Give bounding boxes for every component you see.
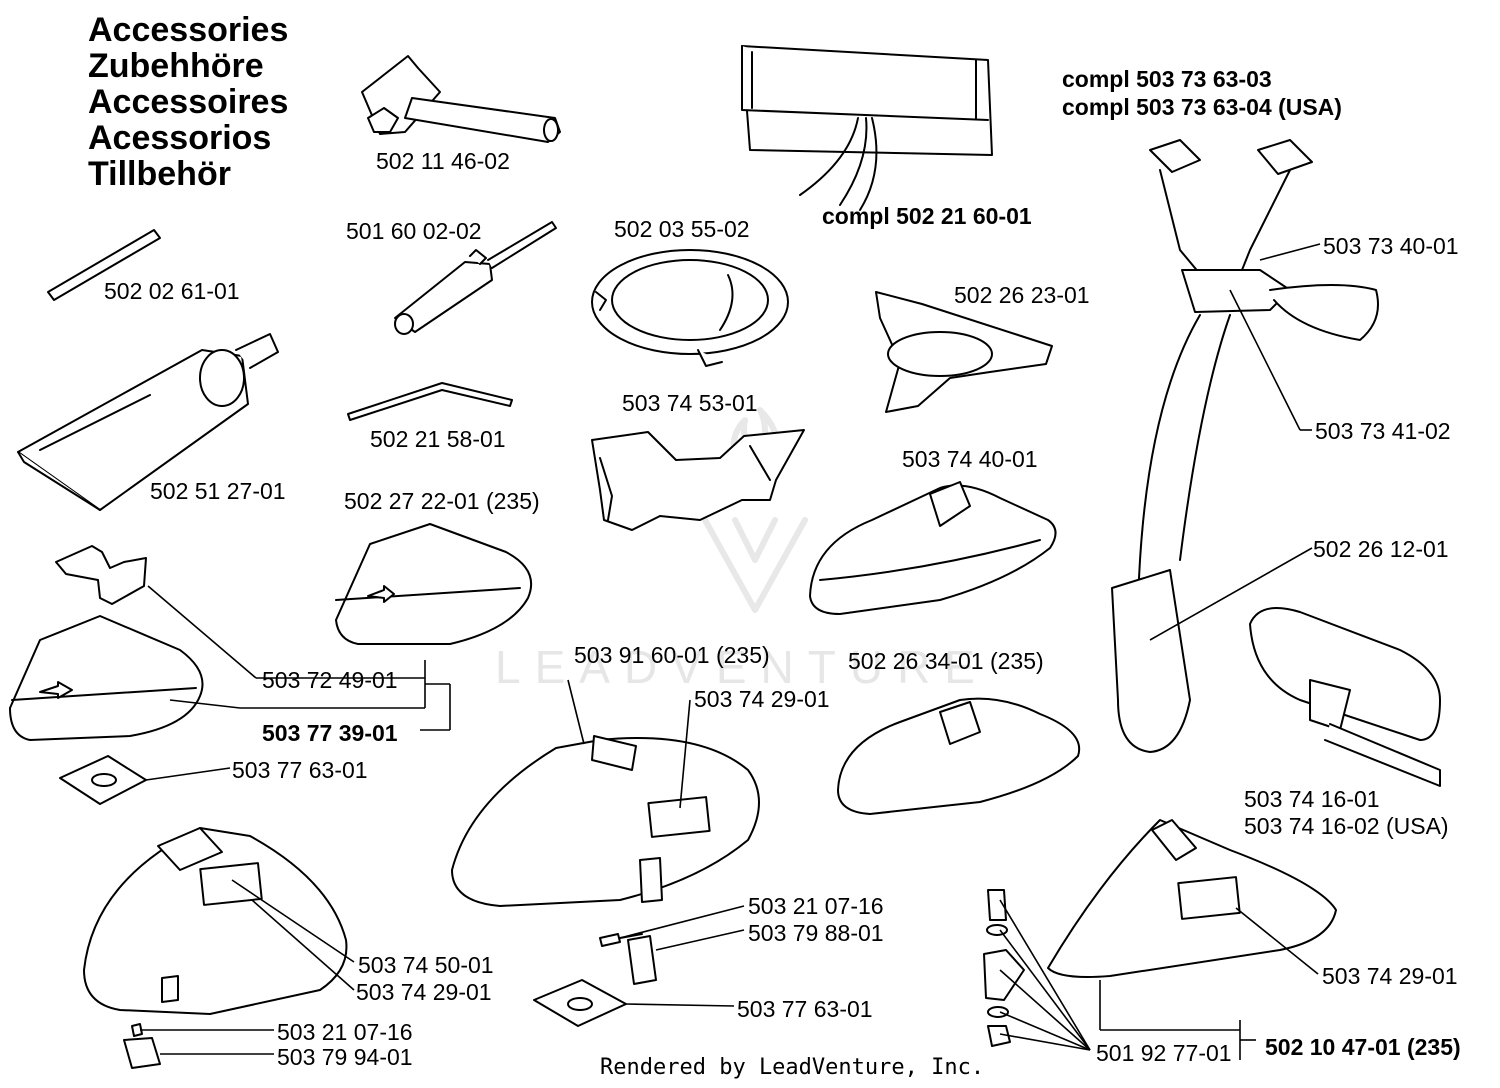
footer-credit: Rendered by LeadVenture, Inc.: [600, 1055, 985, 1080]
part-label: 502 26 23-01: [954, 282, 1090, 308]
part-label: 502 02 61-01: [104, 278, 240, 304]
part-label: 503 74 53-01: [622, 390, 758, 416]
ring-part: [591, 249, 789, 367]
part-label: compl 502 21 60-01: [822, 203, 1032, 229]
part-label: 503 77 63-01: [737, 996, 873, 1022]
part-label: 502 10 47-01 (235): [1265, 1034, 1461, 1060]
part-label: 502 27 22-01 (235): [344, 488, 540, 514]
part-label: 502 26 34-01 (235): [848, 648, 1044, 674]
title-line-de: Zubehhöre: [88, 47, 264, 85]
hex-key-part: [347, 382, 513, 421]
part-label: 503 74 29-01: [694, 686, 830, 712]
part-label: 503 79 94-01: [277, 1044, 413, 1070]
guard-a-part: [809, 481, 1057, 615]
page-title: Accessories Zubehhöre Accessoires Acesso…: [88, 12, 288, 192]
part-label: compl 503 73 63-03: [1062, 66, 1272, 92]
part-label: 503 72 49-01: [262, 667, 398, 693]
part-label: 502 03 55-02: [614, 216, 750, 242]
guard-d-part: [451, 735, 760, 907]
part-label: 503 21 07-16: [277, 1019, 413, 1045]
hardware-part: [983, 889, 1025, 1047]
part-label: 503 79 88-01: [748, 920, 884, 946]
part-label: 503 74 40-01: [902, 446, 1038, 472]
plate-b-part: [533, 979, 627, 1027]
part-label: 502 21 58-01: [370, 426, 506, 452]
file-part: [394, 221, 557, 335]
part-label: 503 73 41-02: [1315, 418, 1451, 444]
leader-lines: [140, 243, 1321, 1060]
harness-part: [1111, 139, 1379, 753]
title-line-pt: Acessorios: [88, 119, 272, 157]
guard-bracket-part: [875, 291, 1053, 413]
part-label: 501 92 77-01: [1096, 1040, 1232, 1066]
plate-a-part: [59, 755, 147, 805]
guard-b-part: [335, 523, 533, 645]
guard-c-part: [9, 615, 204, 741]
part-label: 503 74 16-01: [1244, 786, 1380, 812]
rod-part: [47, 229, 161, 301]
title-line-fr: Accessoires: [88, 83, 289, 121]
belt-part: [1249, 607, 1441, 787]
mounting-bracket-part: [55, 545, 147, 605]
part-label: 503 74 29-01: [356, 979, 492, 1005]
part-label: 502 26 12-01: [1313, 536, 1449, 562]
part-label: 503 73 40-01: [1323, 233, 1459, 259]
part-label: 503 77 39-01: [262, 720, 398, 746]
part-label: 502 11 46-02: [376, 148, 510, 174]
grease-tube-part: [17, 333, 279, 511]
part-label: 503 74 16-02 (USA): [1244, 813, 1449, 839]
part-label: 501 60 02-02: [346, 218, 482, 244]
guard-f-part: [83, 827, 348, 1015]
support-plate-part: [591, 429, 805, 531]
part-label: 503 91 60-01 (235): [574, 642, 770, 668]
part-label: 503 74 50-01: [358, 952, 494, 978]
guard-g-part: [1047, 819, 1337, 978]
clip-part: [123, 1023, 161, 1069]
part-label: 503 74 29-01: [1322, 963, 1458, 989]
part-label: 503 77 63-01: [232, 757, 368, 783]
guard-e-part: [837, 697, 1081, 815]
socket-wrench-part: [361, 55, 561, 143]
title-line-sv: Tillbehör: [88, 155, 231, 193]
watermark-text: LEADVENTURE: [495, 641, 989, 693]
tool-bag-part: [741, 45, 993, 211]
bolt-part: [599, 933, 657, 985]
title-line-en: Accessories: [88, 11, 289, 49]
part-label: 502 51 27-01: [150, 478, 286, 504]
part-label: compl 503 73 63-04 (USA): [1062, 94, 1342, 120]
part-label: 503 21 07-16: [748, 893, 884, 919]
